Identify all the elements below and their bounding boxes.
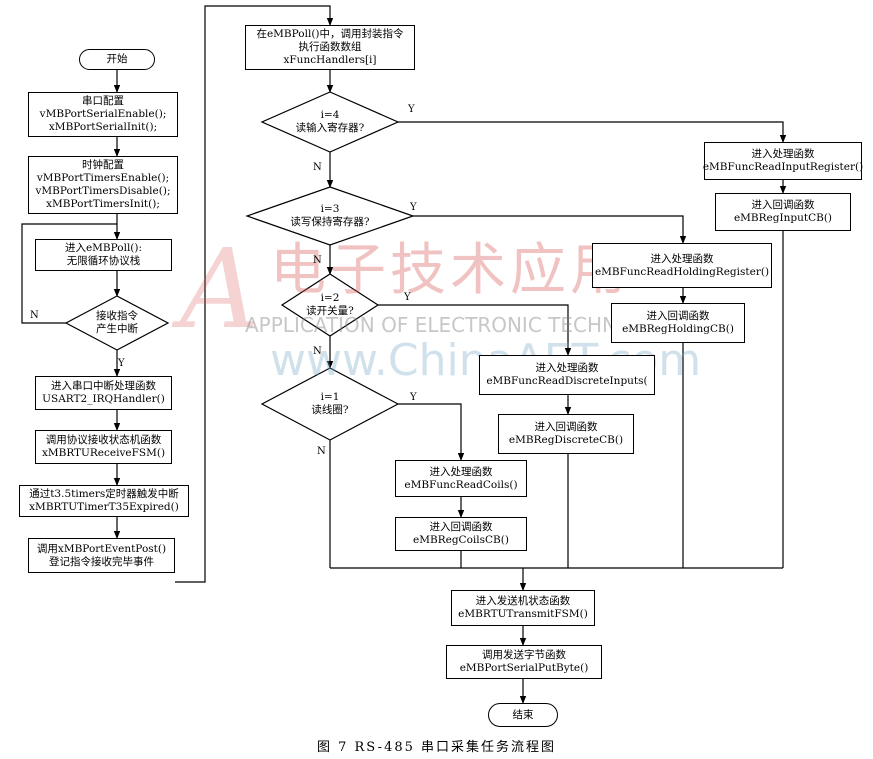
holding-handler-box: 进入处理函数 eMBFuncReadHoldingRegister() [592,243,772,288]
decision-i2-diamond [280,273,380,337]
serial-config-box: 串口配置 vMBPortSerialEnable(); xMBPortSeria… [28,92,178,137]
decision-i1-line-1: i=1 [320,391,340,403]
put-byte-line-2: eMBPortSerialPutByte() [459,662,589,674]
label-i3-n: N [313,255,322,266]
input-reg-cb-line-1: 进入回调函数 [751,199,815,211]
timer-config-line-4: xMBPortTimersInit(); [46,198,160,210]
decision-i1-diamond [260,367,400,441]
timer-config-box: 时钟配置 vMBPortTimersEnable(); vMBPortTimer… [28,156,178,214]
figure-caption: 图 7 RS-485 串口采集任务流程图 [316,740,557,755]
discrete-cb-line-1: 进入回调函数 [534,421,598,433]
input-reg-cb-line-2: eMBRegInputCB() [733,212,833,224]
decision-i4-diamond [260,91,400,153]
decision-i2-line-2: 读开关量? [306,305,354,317]
end-label: 结束 [512,708,534,721]
label-i4-n: N [313,162,322,173]
coils-cb-line-2: eMBRegCoilsCB() [413,534,509,546]
discrete-cb-line-2: eMBRegDiscreteCB() [508,434,624,446]
decision-i1-label: i=1 读线圈? [270,391,390,417]
transmit-fsm-box: 进入发送机状态函数 eMBRTUTransmitFSM() [451,590,595,626]
label-i1-n: N [317,446,326,457]
label-i3-y: Y [410,202,417,213]
decision-i1-line-2: 读线圈? [311,404,349,416]
timer-isr-line-2: xMBRTUTimerT35Expired() [29,501,179,513]
holding-handler-line-1: 进入处理函数 [650,252,714,265]
timer-isr-box: 通过t3.5timers定时器触发中断 xMBRTUTimerT35Expire… [19,485,189,517]
decision-i4-line-2: 读输入寄存器? [295,122,365,134]
decision-receive-line-2: 产生中断 [96,323,138,335]
decision-i3-line-1: i=3 [320,203,340,215]
coils-cb-line-1: 进入回调函数 [429,521,493,533]
timer-config-line-2: vMBPortTimersEnable(); [36,172,170,184]
start-label: 开始 [106,53,128,65]
decision-i2-line-1: i=2 [320,292,340,304]
discrete-handler-line-1: 进入处理函数 [535,362,599,374]
holding-cb-line-1: 进入回调函数 [646,310,710,322]
decision-receive-label: 接收指令 产生中断 [67,310,167,336]
timer-isr-line-1: 通过t3.5timers定时器触发中断 [29,488,179,500]
put-byte-line-1: 调用发送字节函数 [482,649,566,661]
decision-i3-label: i=3 读写保持寄存器? [260,203,400,229]
discrete-cb-box: 进入回调函数 eMBRegDiscreteCB() [498,414,634,454]
recv-fsm-line-2: xMBRTUReceiveFSM() [41,447,166,459]
call-handlers-line-3: xFuncHandlers[i] [283,54,377,66]
event-post-box: 调用xMBPortEventPost() 登记指令接收完毕事件 [28,538,175,573]
decision-receive-line-1: 接收指令 [96,310,138,322]
label-i1-y: Y [410,392,417,403]
decision-receive-diamond [64,295,170,351]
end-node: 结束 [488,703,558,727]
input-reg-handler-line-1: 进入处理函数 [751,148,815,160]
label-i2-n: N [313,346,322,357]
discrete-handler-line-2: eMBFuncReadDiscreteInputs( [486,375,648,387]
enter-isr-line-2: USART2_IRQHandler() [42,393,165,405]
coils-handler-box: 进入处理函数 eMBFuncReadCoils() [395,460,527,497]
put-byte-box: 调用发送字节函数 eMBPortSerialPutByte() [446,645,602,679]
label-i4-y: Y [408,104,415,115]
input-reg-cb-box: 进入回调函数 eMBRegInputCB() [715,193,851,231]
start-node: 开始 [79,49,155,70]
input-reg-handler-line-2: eMBFuncReadInputRegister() [702,161,864,173]
call-handlers-line-2: 执行函数数组 [298,41,362,53]
coils-handler-line-1: 进入处理函数 [429,465,493,478]
decision-i4-label: i=4 读输入寄存器? [270,109,390,135]
holding-cb-line-2: eMBRegHoldingCB() [622,323,734,335]
transmit-fsm-line-1: 进入发送机状态函数 [475,595,571,607]
enter-poll-box: 进入eMBPoll(): 无限循环协议栈 [35,239,172,271]
label-receive-n: N [30,310,39,321]
input-reg-handler-box: 进入处理函数 eMBFuncReadInputRegister() [702,142,864,180]
decision-i4-line-1: i=4 [320,109,340,121]
decision-i3-line-2: 读写保持寄存器? [290,216,370,228]
holding-cb-box: 进入回调函数 eMBRegHoldingCB() [611,303,745,343]
transmit-fsm-line-2: eMBRTUTransmitFSM() [458,608,588,620]
serial-config-line-1: 串口配置 [82,95,124,107]
serial-config-line-2: vMBPortSerialEnable(); [39,108,167,120]
timer-config-line-1: 时钟配置 [82,159,124,171]
call-handlers-box: 在eMBPoll()中，调用封装指令 执行函数数组 xFuncHandlers[… [245,25,415,70]
holding-handler-line-2: eMBFuncReadHoldingRegister() [594,265,770,278]
recv-fsm-box: 调用协议接收状态机函数 xMBRTUReceiveFSM() [35,430,172,464]
event-post-line-1: 调用xMBPortEventPost() [36,542,167,555]
enter-poll-line-2: 无限循环协议栈 [66,255,141,267]
recv-fsm-line-1: 调用协议接收状态机函数 [45,434,162,446]
decision-i3-diamond [245,186,415,246]
label-i2-y: Y [404,292,411,303]
event-post-line-2: 登记指令接收完毕事件 [49,555,154,568]
decision-i2-label: i=2 读开关量? [280,292,380,318]
coils-cb-box: 进入回调函数 eMBRegCoilsCB() [395,517,527,551]
coils-handler-line-2: eMBFuncReadCoils() [404,478,518,491]
enter-isr-box: 进入串口中断处理函数 USART2_IRQHandler() [35,376,172,410]
discrete-handler-box: 进入处理函数 eMBFuncReadDiscreteInputs( [479,355,655,395]
enter-poll-line-1: 进入eMBPoll(): [64,242,143,254]
call-handlers-line-1: 在eMBPoll()中，调用封装指令 [256,28,404,40]
timer-config-line-3: vMBPortTimersDisable(); [35,185,171,197]
serial-config-line-3: xMBPortSerialInit(); [48,121,158,133]
enter-isr-line-1: 进入串口中断处理函数 [51,380,156,392]
label-receive-y: Y [118,358,125,369]
